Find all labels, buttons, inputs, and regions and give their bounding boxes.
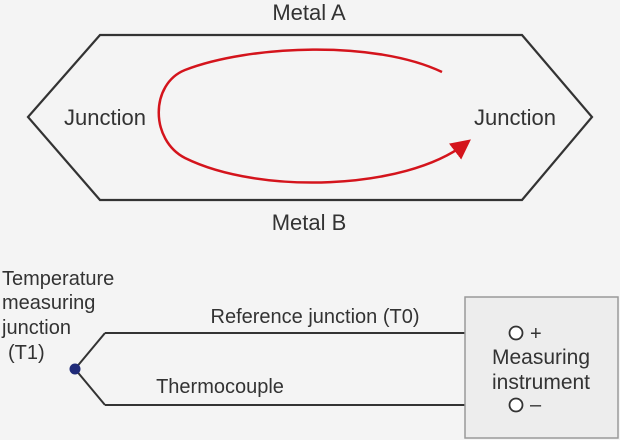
measuring-instrument-label-line-1: Measuring — [492, 346, 590, 369]
thermocouple-label: Thermocouple — [156, 376, 284, 398]
plus-sign: + — [530, 323, 542, 345]
positive-terminal — [508, 325, 524, 341]
temperature-label-line-4: (T1) — [8, 342, 45, 364]
minus-sign: – — [530, 394, 542, 416]
reference-wire-diagonal — [74, 332, 106, 370]
temperature-label-line-2: measuring — [2, 292, 95, 314]
left-junction-label: Junction — [64, 105, 146, 130]
measuring-instrument-label-line-2: instrument — [492, 371, 590, 394]
measuring-junction-dot — [69, 363, 81, 375]
right-junction-label: Junction — [474, 105, 556, 130]
metal-junction-hexagon — [26, 33, 594, 202]
current-flow-arrow — [157, 48, 471, 184]
measuring-instrument-box — [464, 296, 619, 439]
thermocouple-wire-diagonal — [74, 368, 106, 406]
metal-a-label: Metal A — [272, 0, 346, 25]
metal-b-label: Metal B — [272, 210, 347, 235]
temperature-label-line-1: Temperature — [2, 268, 114, 290]
reference-junction-label: Reference junction (T0) — [211, 306, 420, 328]
negative-terminal — [508, 397, 524, 413]
temperature-label-line-3: junction — [1, 317, 71, 339]
